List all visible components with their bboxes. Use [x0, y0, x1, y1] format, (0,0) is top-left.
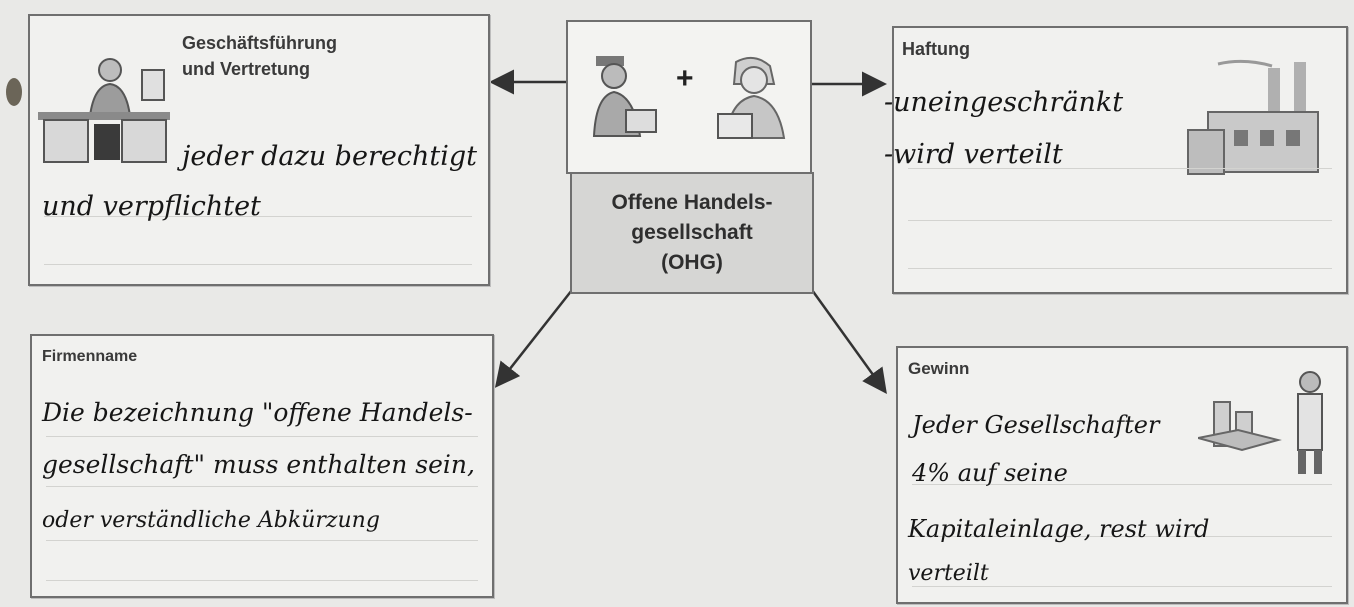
box-firmenname: Firmenname Die bezeichnung "offene Hande…: [30, 334, 494, 598]
box-gewinn: Gewinn Jeder Gesellschafter 4% auf seine…: [896, 346, 1348, 604]
ohg-label-panel: Offene Handels- gesellschaft (OHG): [570, 172, 814, 294]
handwritten-line: und verpflichtet: [42, 191, 261, 222]
handwritten-line: 4% auf seine: [912, 459, 1068, 487]
box-title: Haftung: [902, 39, 970, 59]
box-haftung: Haftung -uneingeschränkt -wird verteilt: [884, 26, 1348, 294]
handwritten-line: gesellschaft" muss enthalten sein,: [42, 450, 475, 479]
binder-hole: [6, 78, 22, 106]
plus-sign: +: [676, 62, 694, 95]
partner-figure-icon: [592, 56, 657, 137]
handwritten-line: Die bezeichnung "offene Handels-: [42, 398, 473, 427]
arrow-to-gewinn: [810, 289, 887, 395]
partner-figure-icon: [717, 56, 786, 139]
box-title: Firmenname: [42, 348, 138, 365]
factory-icon: [1187, 59, 1319, 175]
box-geschaeftsfuehrung: Geschäftsführung und Vertretung jeder da…: [28, 14, 490, 286]
handwritten-line: verteilt: [908, 561, 989, 586]
box-title: Gewinn: [908, 359, 970, 378]
handwritten-line: Jeder Gesellschafter: [912, 411, 1160, 439]
handwritten-line: oder verständliche Abkürzung: [42, 508, 380, 533]
office-desk-icon: [38, 58, 170, 163]
money-stack-icon: [1198, 371, 1323, 474]
handwritten-line: -uneingeschränkt: [884, 87, 1124, 118]
handwritten-line: jeder dazu berechtigt: [182, 141, 477, 172]
box-title: Geschäftsführung und Vertretung: [182, 33, 338, 79]
handwritten-line: Kapitaleinlage, rest wird: [908, 515, 1210, 543]
ohg-title: Offene Handels- gesellschaft (OHG): [611, 191, 773, 274]
handwritten-line: -wird verteilt: [884, 139, 1063, 170]
arrow-to-firmenname: [494, 289, 573, 388]
